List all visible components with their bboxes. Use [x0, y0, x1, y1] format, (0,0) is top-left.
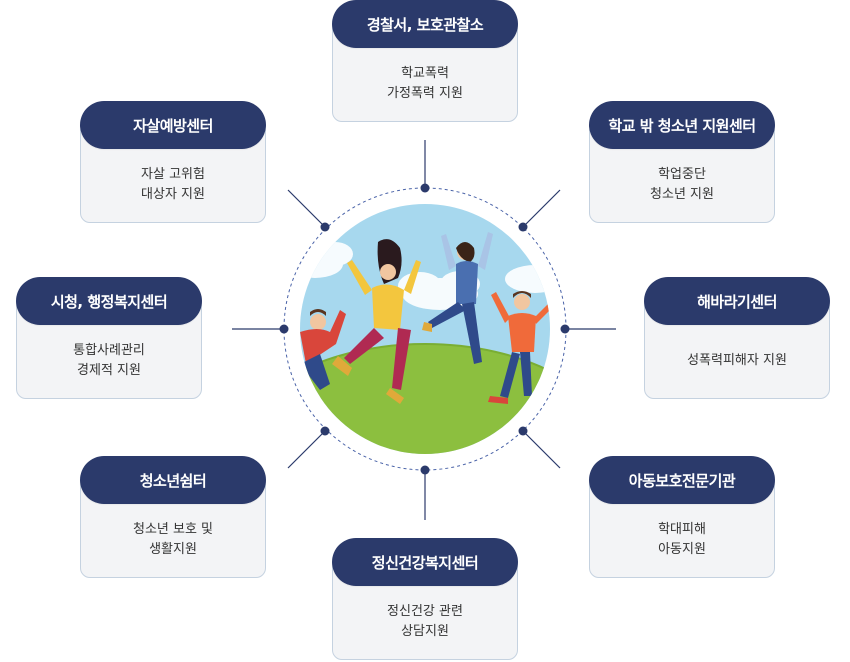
desc-line: 대상자 지원 — [80, 185, 266, 205]
card-title: 청소년쉼터 — [80, 456, 266, 504]
card-description: 청소년 보호 및 생활지원 — [80, 520, 266, 560]
desc-line: 아동지원 — [589, 540, 775, 560]
card-title: 아동보호전문기관 — [589, 456, 775, 504]
card-police: 경찰서, 보호관찰소 학교폭력 가정폭력 지원 — [332, 0, 518, 122]
desc-line: 통합사례관리 — [16, 341, 202, 361]
desc-line: 경제적 지원 — [16, 361, 202, 381]
card-description: 자살 고위험 대상자 지원 — [80, 165, 266, 205]
desc-line: 학업중단 — [589, 165, 775, 185]
card-description: 학대피해 아동지원 — [589, 520, 775, 560]
card-title: 정신건강복지센터 — [332, 538, 518, 586]
card-description: 통합사례관리 경제적 지원 — [16, 341, 202, 381]
card-school-out: 학교 밖 청소년 지원센터 학업중단 청소년 지원 — [589, 101, 775, 223]
jumping-youth-illustration — [300, 204, 550, 454]
card-title: 학교 밖 청소년 지원센터 — [589, 101, 775, 149]
card-title: 경찰서, 보호관찰소 — [332, 0, 518, 48]
desc-line: 생활지원 — [80, 540, 266, 560]
node-sunflower — [561, 325, 570, 334]
card-title: 시청, 행정복지센터 — [16, 277, 202, 325]
node-welfare — [280, 325, 289, 334]
card-description: 학업중단 청소년 지원 — [589, 165, 775, 205]
card-suicide: 자살예방센터 자살 고위험 대상자 지원 — [80, 101, 266, 223]
desc-line: 성폭력피해자 지원 — [644, 351, 830, 371]
node-mental-health — [421, 466, 430, 475]
desc-line: 학대피해 — [589, 520, 775, 540]
desc-line: 학교폭력 — [332, 64, 518, 84]
desc-line: 상담지원 — [332, 622, 518, 642]
card-sunflower: 해바라기센터 성폭력피해자 지원 — [644, 277, 830, 399]
desc-line: 정신건강 관련 — [332, 602, 518, 622]
card-youth-shelter: 청소년쉼터 청소년 보호 및 생활지원 — [80, 456, 266, 578]
card-mental-health: 정신건강복지센터 정신건강 관련 상담지원 — [332, 538, 518, 660]
card-title: 자살예방센터 — [80, 101, 266, 149]
desc-line: 가정폭력 지원 — [332, 84, 518, 104]
card-title: 해바라기센터 — [644, 277, 830, 325]
card-description: 학교폭력 가정폭력 지원 — [332, 64, 518, 104]
desc-line: 자살 고위험 — [80, 165, 266, 185]
desc-line: 청소년 지원 — [589, 185, 775, 205]
card-description: 정신건강 관련 상담지원 — [332, 602, 518, 642]
desc-line: 청소년 보호 및 — [80, 520, 266, 540]
card-child-protection: 아동보호전문기관 학대피해 아동지원 — [589, 456, 775, 578]
node-police — [421, 184, 430, 193]
card-description: 성폭력피해자 지원 — [644, 351, 830, 371]
card-welfare: 시청, 행정복지센터 통합사례관리 경제적 지원 — [16, 277, 202, 399]
